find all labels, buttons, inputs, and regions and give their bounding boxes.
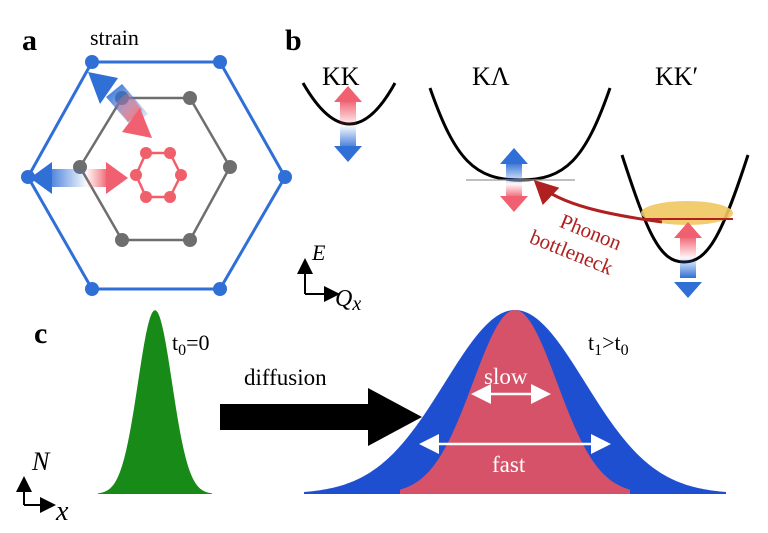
phonon-bottleneck-arrow [533,179,663,224]
strain-arrow-out-left [30,162,86,194]
panel-a: a strain [21,24,292,296]
valley-klambda-shift-arrow [500,148,528,212]
position-axis-label: x [55,496,69,527]
panel-b-label: b [285,24,302,57]
density-axis-label: N [31,447,51,476]
strained-ring [130,147,187,203]
t1-label: t1>t0 [588,330,629,359]
strain-arrow-in-downright [114,92,152,138]
energy-axis-label: E [311,240,326,265]
t0-label: t0=0 [172,330,210,359]
diffusion-arrow [220,388,422,446]
momentum-axis-label: Qx [335,286,361,315]
panel-a-label: a [22,24,37,57]
valley-klambda-label: KΛ [472,62,510,91]
energy-momentum-axes: E Qx [297,240,361,315]
density-position-axes: N x [16,447,69,527]
panel-c-label: c [34,317,47,350]
valley-kk-shift-arrow [334,86,362,162]
outer-hexagon-vertices [21,55,292,296]
panel-b: b KK KΛ KK′ [285,24,750,315]
strain-label: strain [90,25,139,50]
initial-profile [98,310,212,494]
diffusion-label: diffusion [244,365,327,390]
panel-c: c t0=0 diffusion slow fast t1>t0 N x [16,310,726,527]
strain-arrow-in-right [86,162,128,194]
valley-kk-label: KK [322,62,360,91]
valley-kkprime-label: KK′ [655,62,698,91]
slow-label: slow [484,364,528,389]
valley-kkprime-shift-arrow [674,222,702,298]
fast-label: fast [492,452,526,477]
